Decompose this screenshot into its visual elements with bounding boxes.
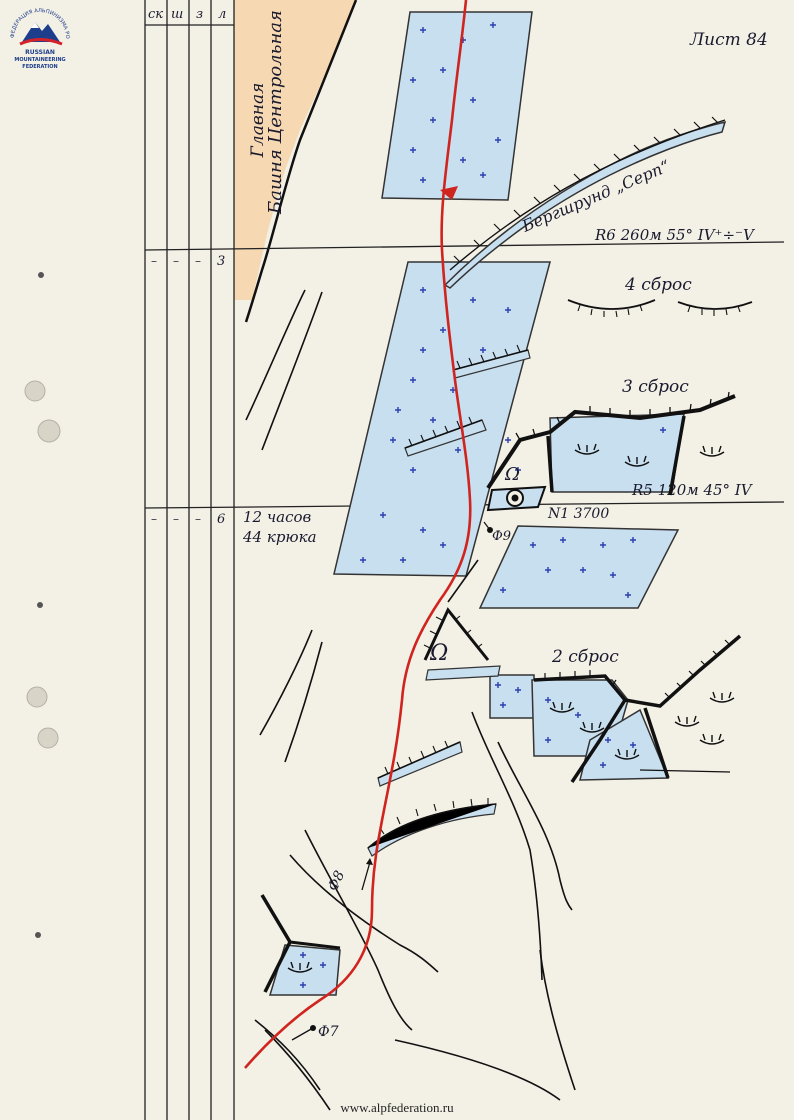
pitons-text: 44 крюка	[242, 528, 317, 546]
table-header-z: з	[196, 7, 203, 22]
sheet-label: Лист 84	[689, 30, 768, 50]
logo-line-1: RUSSIAN	[25, 49, 55, 56]
bivouac-symbol-2: Ω	[429, 641, 448, 666]
punch-holes	[24, 272, 61, 938]
svg-text:Ф9: Ф9	[492, 529, 511, 544]
bivouac-symbol-1: Ω	[504, 464, 520, 485]
route-line	[244, 0, 472, 1069]
snow-marks	[300, 22, 666, 988]
tower-outline	[244, 0, 358, 323]
row2-c2: –	[173, 512, 179, 526]
pitch-table	[144, 0, 785, 1120]
row1-c2: –	[173, 254, 179, 268]
photo-marker-8: Ф8	[325, 858, 373, 894]
ice-fields	[268, 11, 685, 996]
drop-2-ticks	[544, 639, 731, 699]
drop-2-edge	[533, 634, 742, 708]
bergschrund-ticks	[453, 116, 719, 263]
photo-marker-9: Ф9	[483, 521, 511, 544]
tower-label-central: Башня Центрольная	[265, 10, 286, 215]
time-text: 12 часов	[243, 508, 312, 526]
bivouac-2-rock	[423, 607, 490, 661]
table-header-sk: ск	[148, 7, 163, 22]
footer-url: www.alpfederation.ru	[340, 1100, 454, 1115]
bergschrund-serp	[443, 120, 727, 289]
row1-c4: 3	[217, 254, 225, 269]
logo-red-swoosh	[19, 38, 63, 46]
pitch-r5: R5 120м 45° IV	[631, 481, 754, 499]
row1-c1: –	[151, 254, 157, 268]
face-crevasses	[367, 344, 531, 857]
drop-3-ticks	[515, 391, 730, 441]
table-header-l: л	[218, 7, 226, 22]
crevasse-marks	[287, 443, 735, 973]
row2-c1: –	[151, 512, 157, 526]
row1-c3: –	[195, 254, 201, 268]
logo-line-3: FEDERATION	[22, 64, 57, 70]
pitch-r6: R6 260м 55° IV⁺÷⁻V	[594, 226, 756, 244]
camp-tent-icon	[486, 485, 547, 512]
table-header-sh: ш	[171, 7, 183, 22]
drop-2-label: 2 сброс	[551, 647, 619, 667]
logo-line-2: MOUNTAINEERING	[14, 57, 65, 63]
bergschrund-label: Бергшрунд „Серп“	[518, 156, 672, 236]
tower-shading	[234, 0, 356, 300]
mountain-icon	[22, 22, 60, 42]
drop-3-label: 3 сброс	[622, 377, 689, 397]
svg-text:Ф7: Ф7	[318, 1024, 339, 1040]
row2-c4: 6	[217, 512, 225, 527]
drop-4-edges	[567, 299, 753, 318]
svg-text:Ф8: Ф8	[325, 868, 348, 893]
rmf-logo: ФЕДЕРАЦИЯ АЛЬПИНИЗМА РОССИИ RUSSIAN MOUN…	[8, 4, 70, 70]
drop-4-label: 4 сброс	[624, 275, 692, 295]
row2-c3: –	[195, 512, 201, 526]
bergschrund-hatch	[449, 119, 726, 271]
tower-label-main: Главная	[248, 83, 268, 159]
camp-label: N1 3700	[547, 506, 609, 522]
photo-marker-7: Ф7	[291, 1024, 339, 1041]
